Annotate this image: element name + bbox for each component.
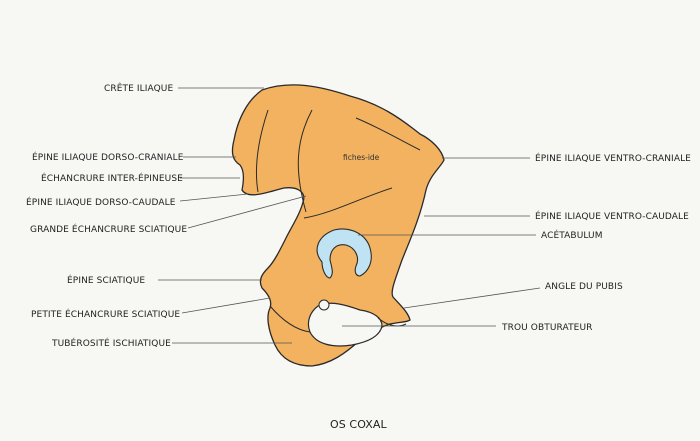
acetabulum-shape bbox=[316, 228, 372, 279]
inner-line-2 bbox=[297, 109, 313, 213]
inner-line-6 bbox=[377, 317, 407, 327]
inner-line-3 bbox=[355, 117, 421, 151]
label-epine-ventro-craniale: ÉPINE ILIAQUE VENTRO-CRANIALE bbox=[535, 152, 691, 164]
coxal-bone-shape bbox=[231, 84, 445, 367]
leader-angle-pubis bbox=[403, 287, 541, 309]
label-acetabulum: ACÉTABULUM bbox=[541, 229, 603, 241]
leader-epine-dorso-caudale bbox=[179, 193, 249, 202]
trou-obturateur-shape bbox=[307, 302, 383, 347]
leader-grande-echancrure bbox=[187, 195, 307, 229]
inner-line-5 bbox=[269, 305, 311, 333]
leader-petite-echancrure bbox=[181, 297, 271, 314]
inner-line-1 bbox=[256, 109, 269, 193]
label-epine-ventro-caudale: ÉPINE ILIAQUE VENTRO-CAUDALE bbox=[535, 210, 689, 222]
diagram-title: OS COXAL bbox=[330, 418, 388, 431]
inner-line-4 bbox=[303, 187, 393, 219]
label-tuberosite: TUBÉROSITÉ ISCHIATIQUE bbox=[51, 337, 171, 349]
label-angle-pubis: ANGLE DU PUBIS bbox=[545, 282, 623, 292]
label-petite-echancrure: PETITE ÉCHANCRURE SCIATIQUE bbox=[31, 308, 180, 320]
label-epine-sciatique: ÉPINE SCIATIQUE bbox=[67, 274, 145, 286]
label-trou-obturateur: TROU OBTURATEUR bbox=[501, 323, 593, 333]
label-crete-iliaque: CRÊTE ILIAQUE bbox=[104, 82, 173, 94]
foramen-notch bbox=[318, 299, 330, 311]
label-echancrure-inter-epineuse: ÉCHANCRURE INTER-ÉPINEUSE bbox=[41, 172, 183, 184]
label-grande-echancrure: GRANDE ÉCHANCRURE SCIATIQUE bbox=[30, 223, 187, 235]
watermark-text: fiches-ide bbox=[343, 153, 380, 162]
label-epine-dorso-caudale: ÉPINE ILIAQUE DORSO-CAUDALE bbox=[26, 196, 176, 208]
label-epine-dorso-craniale: ÉPINE ILIAQUE DORSO-CRANIALE bbox=[32, 151, 184, 163]
